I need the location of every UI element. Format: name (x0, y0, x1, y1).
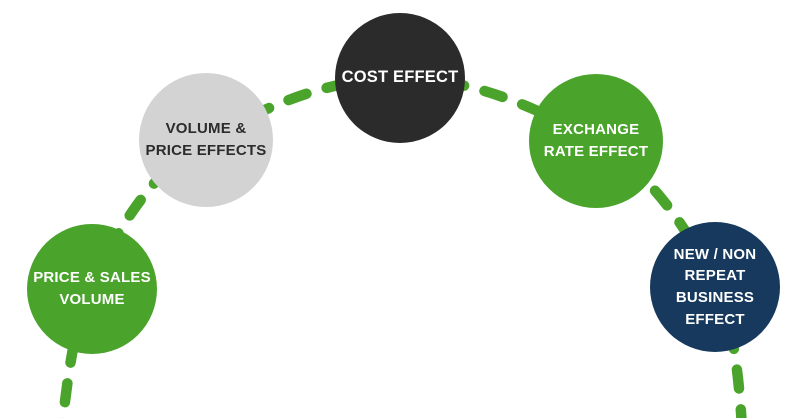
node-label-line: PRICE & SALES (33, 269, 151, 287)
node-price-sales-volume-label: PRICE & SALES VOLUME (33, 267, 151, 311)
node-label-line: EXCHANGE (552, 121, 640, 139)
node-new-non-repeat-business-effect: NEW / NON REPEAT BUSINESS EFFECT (650, 222, 780, 352)
node-volume-price-effects-label: VOLUME & PRICE EFFECTS (146, 118, 267, 162)
node-label-line: VOLUME & (165, 120, 247, 138)
node-new-non-repeat-business-effect-label: NEW / NON REPEAT BUSINESS EFFECT (674, 244, 757, 331)
node-label-line: EFFECT (685, 310, 745, 328)
node-label-line: PRICE EFFECTS (145, 142, 267, 159)
node-price-sales-volume: PRICE & SALES VOLUME (27, 224, 157, 354)
node-label-line: REPEAT (684, 267, 746, 285)
node-exchange-rate-effect: EXCHANGE RATE EFFECT (529, 74, 663, 208)
node-label-line: BUSINESS (675, 289, 755, 306)
node-exchange-rate-effect-label: EXCHANGE RATE EFFECT (544, 119, 648, 163)
node-label-line: NEW / NON (673, 245, 757, 263)
node-cost-effect-label: COST EFFECT (342, 66, 459, 90)
node-volume-price-effects: VOLUME & PRICE EFFECTS (139, 73, 273, 207)
node-label-line: VOLUME (59, 291, 125, 308)
node-label-line: RATE EFFECT (543, 143, 649, 160)
node-label-line: COST EFFECT (341, 68, 459, 87)
node-cost-effect: COST EFFECT (335, 13, 465, 143)
